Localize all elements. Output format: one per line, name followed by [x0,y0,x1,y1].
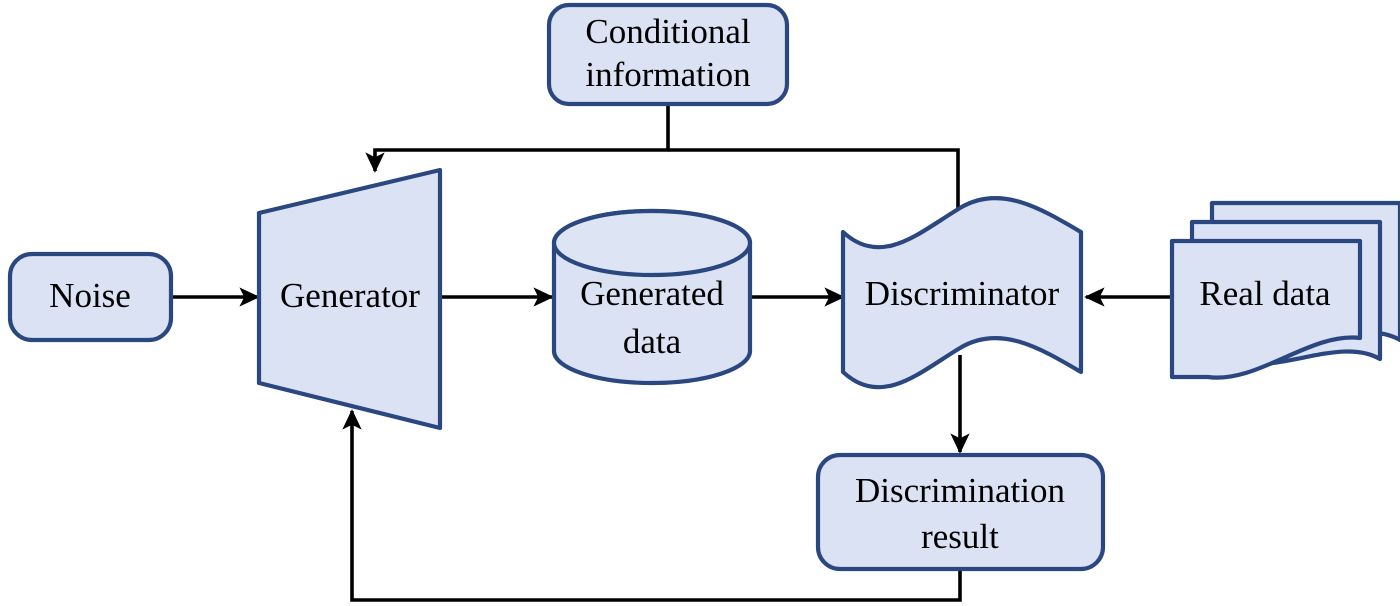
discriminator-shape [840,196,1084,390]
edges-layer [171,104,1170,602]
noise-label: Noise [49,276,131,315]
edge-conditional-information-to-generator [365,104,670,173]
conditional-information-shape [546,2,790,107]
node-noise[interactable]: Noise [7,251,174,343]
node-real-data[interactable]: Real data [1169,200,1400,380]
node-conditional-information[interactable]: Conditional information [546,2,790,107]
generated-data-label-line2: data [623,322,682,361]
conditional-information-label-line1: Conditional [585,12,751,51]
conditional-information-label-line2: information [585,55,750,94]
real-data-document-front [1169,238,1363,380]
node-discrimination-result[interactable]: Discrimination result [815,452,1106,572]
real-data-label: Real data [1199,274,1331,313]
generated-data-cylinder-top [551,208,753,278]
node-generator[interactable]: Generator [256,167,443,431]
discrimination-result-shape [815,452,1106,572]
noise-shape [7,251,174,343]
generated-data-label-line1: Generated [580,274,724,313]
node-discriminator[interactable]: Discriminator [840,196,1084,390]
discrimination-result-label-line1: Discrimination [855,471,1065,510]
generator-label: Generator [280,276,420,315]
edge-discrimination-result-to-generator [342,409,962,602]
discriminator-label: Discriminator [865,274,1060,313]
edge-conditional-information-to-discriminator [668,148,968,236]
generator-shape [256,167,443,431]
discrimination-result-label-line2: result [921,517,999,556]
node-generated-data[interactable]: Generated data [551,208,753,386]
